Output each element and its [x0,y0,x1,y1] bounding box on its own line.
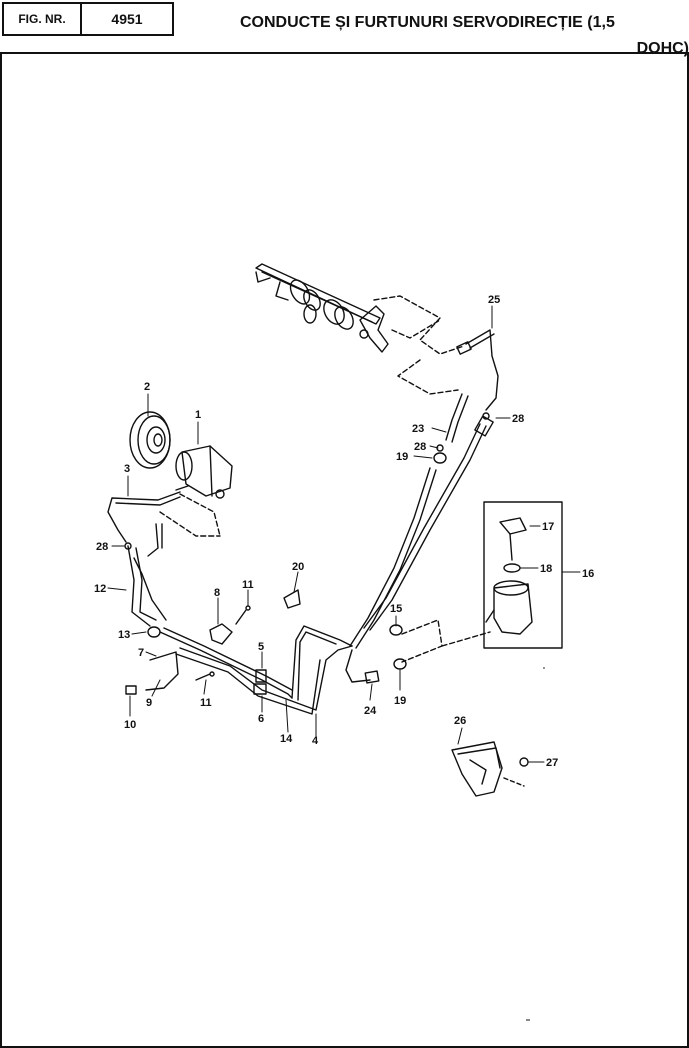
pipe-25 [465,329,499,411]
bracket-7-9 [145,651,179,691]
leader-lines [107,305,581,763]
callout-19-lower: 19 [394,695,406,707]
steering-pump [175,445,233,499]
nut-27 [519,757,529,767]
pipe-4 [179,645,353,711]
callout-6: 6 [258,713,264,725]
callout-24: 24 [364,705,377,717]
callout-labels: 25 28 23 28 19 17 18 16 15 19 24 26 27 2… [94,294,594,769]
washer-28-left [124,542,132,550]
hose-24 [345,649,371,683]
callout-1: 1 [195,409,201,421]
callout-19-upper: 19 [396,451,408,463]
callout-11-lower: 11 [200,697,212,709]
figure-number-box: FIG. NR. 4951 [2,2,174,36]
nut-13 [147,626,161,638]
callout-2: 2 [144,381,150,393]
callout-5: 5 [258,641,264,653]
callout-8: 8 [214,587,220,599]
washer-28-upper [482,412,490,420]
reservoir [485,517,533,635]
hose-23 [445,393,463,441]
return-line [355,469,437,649]
callout-10: 10 [124,719,136,731]
pump-pulley [129,411,171,469]
callout-16: 16 [582,568,594,580]
callout-13: 13 [118,629,130,641]
pipe-14 [159,631,293,699]
callout-12: 12 [94,583,106,595]
rack-connection-lines [159,295,491,663]
hose-12 [127,545,151,627]
callout-18: 18 [540,563,552,575]
callout-9: 9 [146,697,152,709]
callout-28-left: 28 [96,541,108,553]
callout-28-upper: 28 [512,413,524,425]
diagram-frame [0,52,689,1048]
callout-28-mid: 28 [414,441,426,453]
figure-number-value: 4951 [111,11,143,27]
callout-4: 4 [312,735,319,747]
callout-25: 25 [488,294,500,306]
clip-20 [283,589,301,609]
bracket-8 [209,623,233,645]
reservoir-bracket-26 [451,741,503,797]
callout-3: 3 [124,463,130,475]
steering-rack [255,263,389,353]
callout-14: 14 [280,733,293,745]
stray-dot [543,667,545,669]
callout-17: 17 [542,521,554,533]
callout-11-upper: 11 [242,579,254,591]
callout-15: 15 [390,603,402,615]
callout-23: 23 [412,423,424,435]
figure-number-label: FIG. NR. [4,4,82,34]
nut-10 [125,685,137,695]
clamp-5 [255,669,267,683]
callout-26: 26 [454,715,466,727]
page-title-line1: CONDUCTE ȘI FURTUNURI SERVODIRECȚIE (1,5 [240,14,615,31]
reservoir-box [483,501,563,649]
pressure-hose [369,425,487,631]
washer-19-upper [433,452,447,464]
callout-27: 27 [546,757,558,769]
washer-19-lower [393,658,407,670]
clamp-6 [253,683,267,695]
callout-20: 20 [292,561,304,573]
pipe-3 [107,491,181,543]
callout-7: 7 [138,647,144,659]
